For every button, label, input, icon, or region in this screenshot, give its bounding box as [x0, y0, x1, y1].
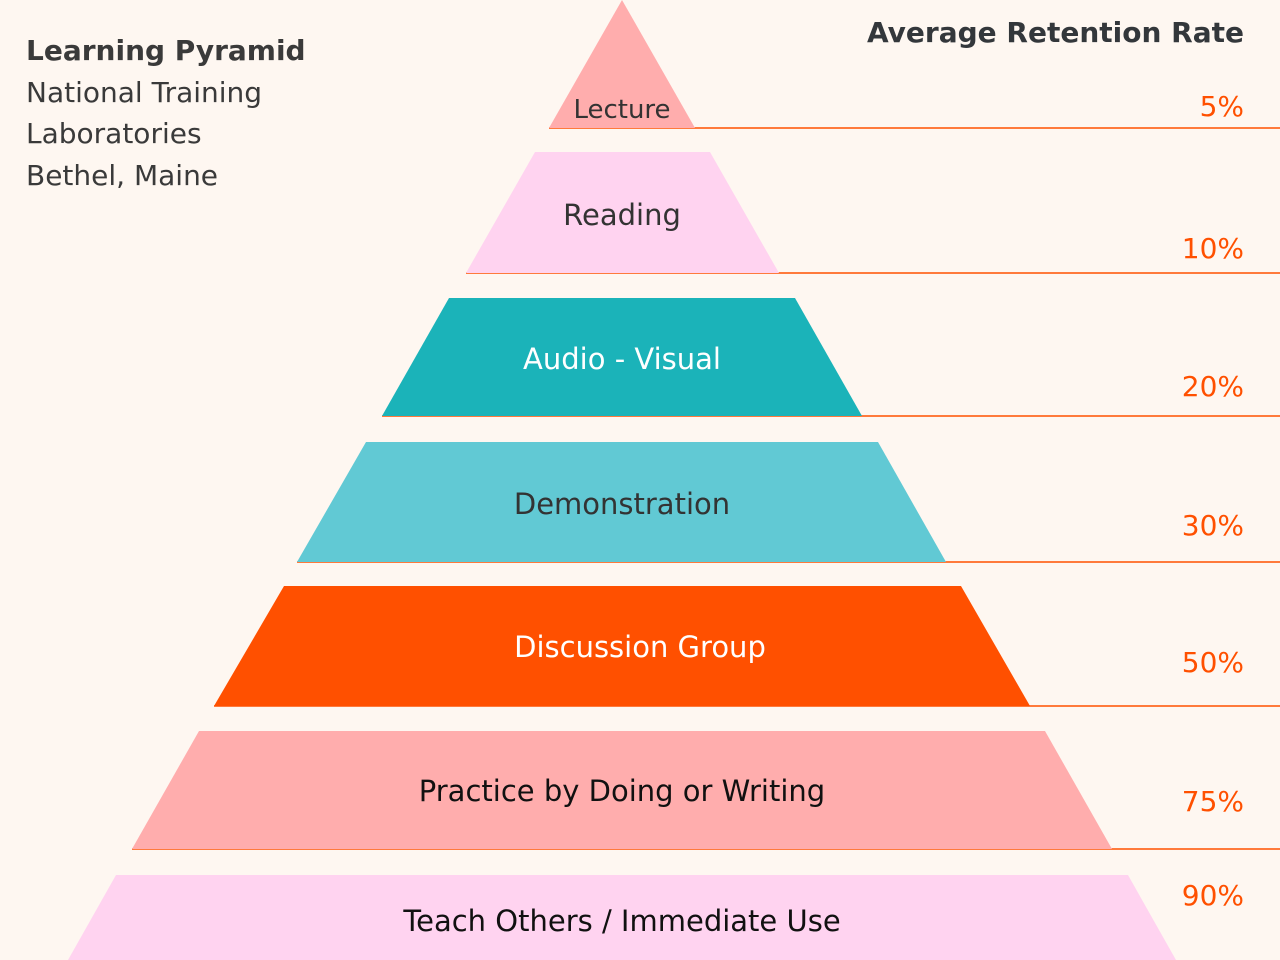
tier-label: Reading [563, 198, 681, 232]
tier-label: Lecture [573, 95, 670, 125]
tier-teach-others [68, 875, 1176, 960]
source-caption: Learning Pyramid National Training Labor… [26, 30, 306, 196]
tier-lecture [549, 0, 695, 128]
retention-header: Average Retention Rate [867, 16, 1244, 49]
tier-label: Teach Others / Immediate Use [402, 904, 840, 938]
tier-label: Discussion Group [514, 630, 766, 664]
retention-rate: 5% [1200, 90, 1244, 123]
retention-rate: 30% [1182, 509, 1244, 542]
tier-label: Audio - Visual [523, 342, 721, 376]
tier-discussion-group [214, 586, 1030, 706]
tier-audio-visual [382, 298, 862, 416]
retention-rate: 10% [1182, 232, 1244, 265]
tier-practice [132, 731, 1112, 849]
retention-rate: 20% [1182, 370, 1244, 403]
retention-rate: 75% [1182, 785, 1244, 818]
tier-label: Demonstration [514, 487, 730, 521]
source-title: Learning Pyramid [26, 34, 306, 67]
tier-label: Practice by Doing or Writing [419, 774, 825, 808]
source-line: Laboratories [26, 117, 202, 150]
retention-rate: 90% [1182, 879, 1244, 912]
tier-reading [466, 152, 779, 273]
source-line: National Training [26, 75, 263, 109]
tier-demonstration [297, 442, 946, 562]
retention-rate: 50% [1182, 646, 1244, 679]
source-line: Bethel, Maine [26, 158, 219, 192]
